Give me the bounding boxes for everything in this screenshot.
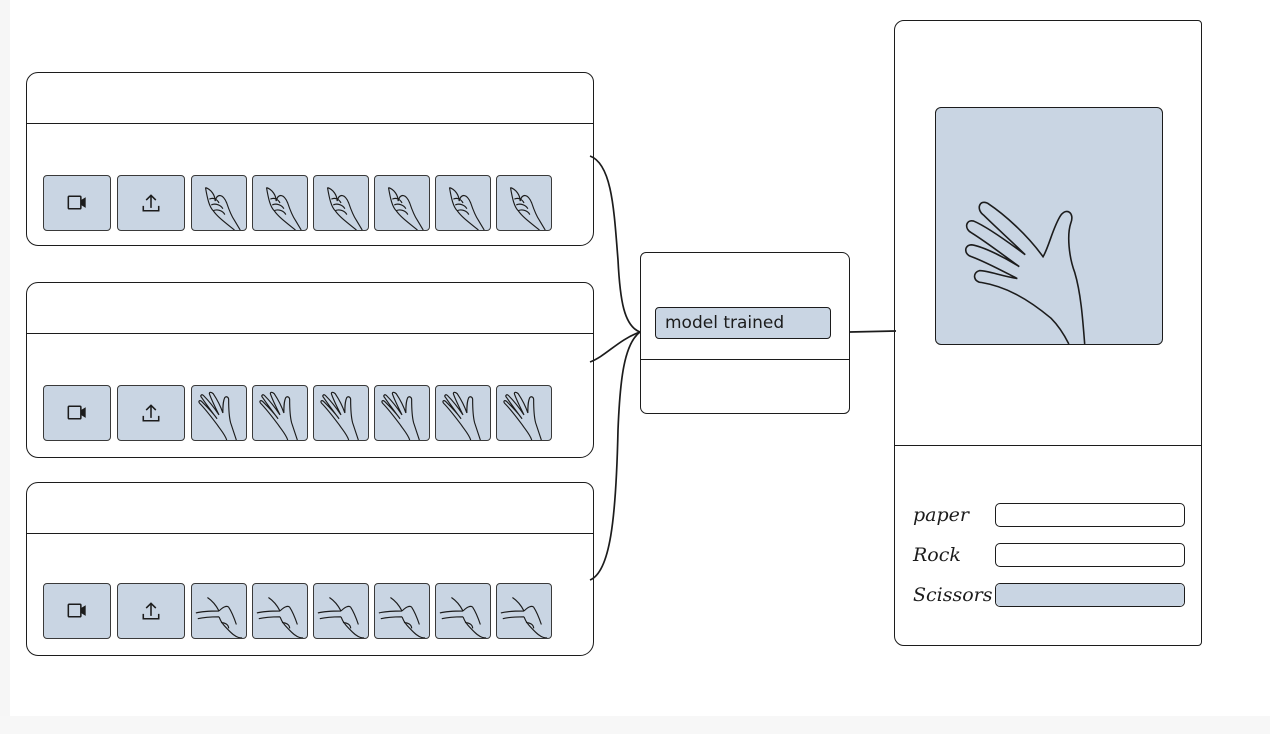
connector-class-1 (589, 155, 641, 333)
paper-hand-icon (503, 391, 542, 440)
video-camera-icon (67, 195, 86, 210)
sample-thumbnail[interactable] (191, 175, 247, 231)
rock-hand-icon (265, 187, 302, 230)
sample-thumbnail[interactable] (252, 385, 308, 441)
connector-class-3 (589, 331, 641, 581)
connector-model-to-preview (849, 330, 897, 333)
sample-thumbnail[interactable] (435, 583, 491, 639)
rock-hand-icon (204, 187, 241, 230)
prediction-label: Rock (913, 544, 961, 566)
class-card (26, 72, 594, 246)
preview-divider (895, 445, 1201, 446)
page-margin-bottom (0, 716, 1270, 734)
paper-hand-icon (198, 391, 237, 440)
sample-thumbnail[interactable] (496, 583, 552, 639)
webcam-preview (935, 107, 1163, 345)
prediction-label: Scissors (913, 584, 993, 606)
confidence-bar (995, 583, 1185, 607)
sample-thumbnail[interactable] (374, 175, 430, 231)
training-panel: model trained (640, 252, 850, 414)
scissors-hand-icon (439, 597, 487, 638)
webcam-button[interactable] (43, 583, 111, 639)
prediction-row: Scissors (895, 581, 1195, 611)
upload-button[interactable] (117, 175, 185, 231)
prediction-label: paper (913, 504, 969, 526)
connector-class-2 (589, 331, 641, 363)
sample-thumbnail[interactable] (435, 175, 491, 231)
sample-thumbnail[interactable] (496, 385, 552, 441)
video-camera-icon (67, 405, 86, 420)
prediction-row: Rock (895, 541, 1195, 571)
class-card-header[interactable] (27, 283, 593, 334)
confidence-fill (996, 584, 1184, 606)
upload-icon (142, 194, 160, 212)
prediction-row: paper (895, 501, 1195, 531)
upload-icon (142, 602, 160, 620)
scissors-hand-icon (256, 597, 304, 638)
sample-thumbnail[interactable] (313, 175, 369, 231)
sample-thumbnail[interactable] (374, 385, 430, 441)
sample-thumbnail[interactable] (374, 583, 430, 639)
scissors-hand-icon (378, 597, 426, 638)
paper-hand-icon (259, 391, 298, 440)
upload-button[interactable] (117, 385, 185, 441)
training-divider (641, 359, 849, 360)
sample-thumbnail[interactable] (496, 175, 552, 231)
webcam-button[interactable] (43, 385, 111, 441)
training-status: model trained (655, 307, 831, 339)
upload-button[interactable] (117, 583, 185, 639)
rock-hand-icon (448, 187, 485, 230)
webcam-button[interactable] (43, 175, 111, 231)
sample-thumbnail[interactable] (313, 583, 369, 639)
rock-hand-icon (509, 187, 546, 230)
class-card (26, 282, 594, 458)
preview-panel: paper Rock Scissors (894, 20, 1202, 646)
class-card-header[interactable] (27, 483, 593, 534)
sample-thumbnail[interactable] (313, 385, 369, 441)
paper-hand-icon (381, 391, 420, 440)
class-card-header[interactable] (27, 73, 593, 124)
page-margin (0, 0, 10, 734)
sample-thumbnail[interactable] (191, 583, 247, 639)
confidence-bar (995, 543, 1185, 567)
rock-hand-icon (326, 187, 363, 230)
scissors-hand-icon (500, 597, 548, 638)
sample-thumbnail[interactable] (252, 175, 308, 231)
paper-hand-icon (964, 201, 1086, 344)
rock-hand-icon (387, 187, 424, 230)
scissors-hand-icon (195, 597, 243, 638)
paper-hand-icon (442, 391, 481, 440)
upload-icon (142, 404, 160, 422)
confidence-bar (995, 503, 1185, 527)
class-card (26, 482, 594, 656)
scissors-hand-icon (317, 597, 365, 638)
sample-thumbnail[interactable] (435, 385, 491, 441)
paper-hand-icon (320, 391, 359, 440)
sample-thumbnail[interactable] (191, 385, 247, 441)
sample-thumbnail[interactable] (252, 583, 308, 639)
video-camera-icon (67, 603, 86, 618)
